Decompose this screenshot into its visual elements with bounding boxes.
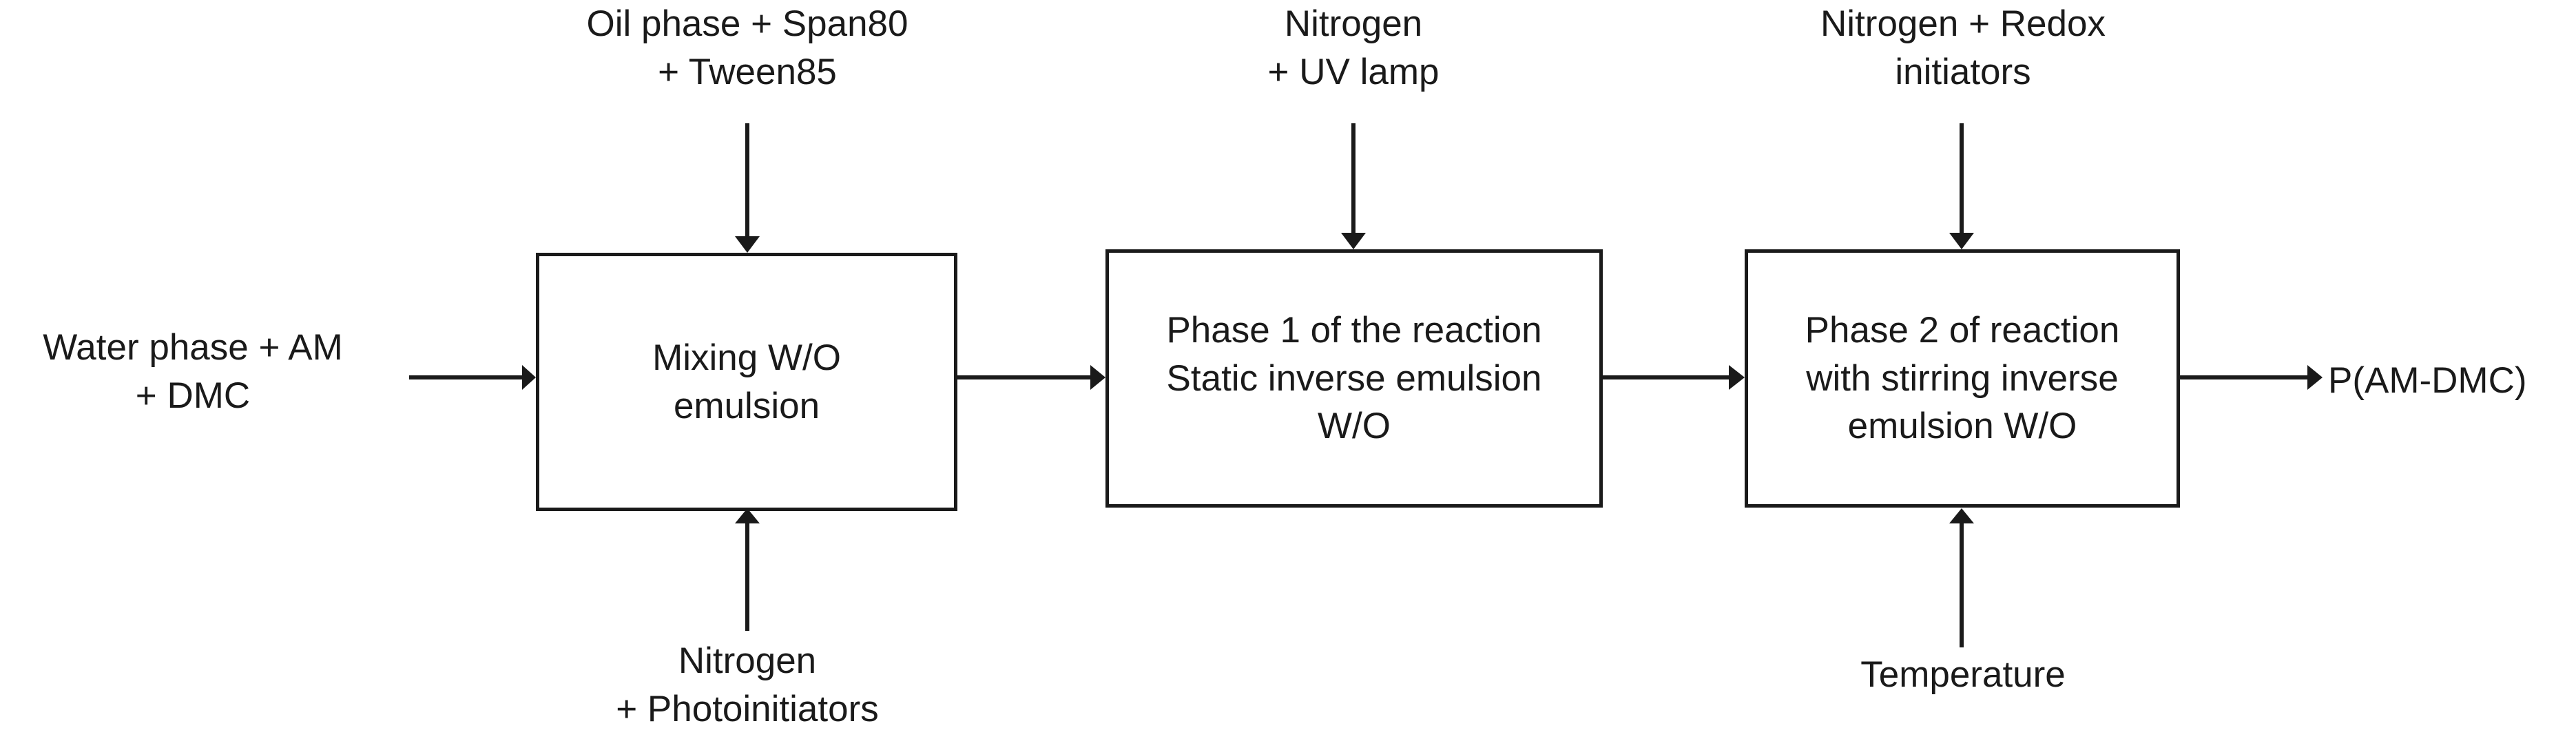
input-label-nitrogen-photoinitiators: Nitrogen + Photoinitiators	[616, 641, 879, 729]
input-label-nitrogen-redox-initiators: Nitrogen + Redox initiators	[1820, 3, 2106, 92]
output-label-product: P(AM-DMC)	[2328, 360, 2527, 401]
process-box-phase-2-stirring[interactable]: Phase 2 of reaction with stirring invers…	[1745, 249, 2180, 508]
arrow-temperature-to-phase2	[1949, 508, 1974, 647]
arrow-water-to-mixing	[409, 365, 536, 390]
arrow-redox-to-phase2	[1949, 123, 1974, 249]
process-box-mixing-wo-emulsion[interactable]: Mixing W/O emulsion	[536, 253, 957, 511]
arrow-phase1-to-phase2	[1602, 365, 1745, 390]
input-label-nitrogen-uv-lamp: Nitrogen + UV lamp	[1267, 3, 1440, 92]
arrow-mixing-to-phase1	[957, 365, 1105, 390]
arrow-oil-to-mixing	[735, 123, 760, 253]
arrow-photoinitiators-to-mixing	[735, 508, 760, 631]
input-label-water-phase: Water phase + AM + DMC	[43, 327, 343, 416]
process-box-phase-1-static[interactable]: Phase 1 of the reaction Static inverse e…	[1105, 249, 1603, 508]
input-label-oil-phase: Oil phase + Span80 + Tween85	[586, 3, 908, 92]
arrow-uv-to-phase1	[1341, 123, 1366, 249]
arrow-phase2-to-product	[2179, 365, 2323, 390]
input-label-temperature: Temperature	[1860, 654, 2066, 695]
